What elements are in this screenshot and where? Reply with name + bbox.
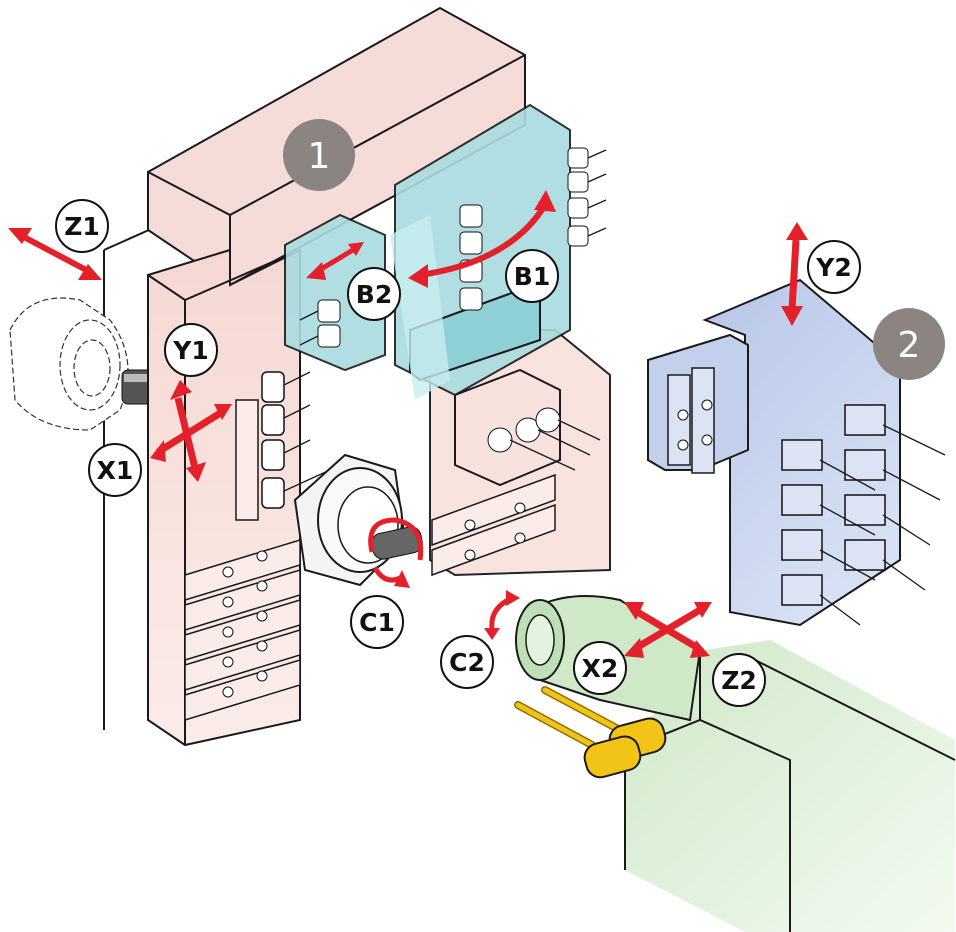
z2-arrow <box>632 606 700 652</box>
turret-1-drill-block <box>454 368 601 487</box>
turret-1-tool-plates <box>184 538 301 722</box>
axis-label-z1: Z1 <box>55 199 109 253</box>
turret-2-tools <box>781 404 946 626</box>
axis-label-y2: Y2 <box>807 240 861 294</box>
axis-label-c2: C2 <box>440 635 494 689</box>
axis-label-x1: X1 <box>88 443 142 497</box>
b1-tool-unit <box>390 103 607 400</box>
axis-label-b2: B2 <box>347 267 401 321</box>
svg-text:X2: X2 <box>582 654 619 683</box>
y2-arrow <box>788 239 800 311</box>
turret-2 <box>647 278 946 627</box>
chuck-c1 <box>293 453 423 587</box>
axis-label-c1: C1 <box>350 595 404 649</box>
svg-text:B1: B1 <box>514 262 550 291</box>
svg-text:Z1: Z1 <box>64 212 100 241</box>
svg-text:Y2: Y2 <box>815 253 852 282</box>
svg-text:Y1: Y1 <box>172 336 209 365</box>
x1-arrow <box>156 409 224 455</box>
c1-arrow <box>368 517 424 561</box>
axis-label-z2: Z2 <box>712 653 766 707</box>
gold-tools <box>514 686 667 779</box>
turret-1-badge: 1 <box>283 119 355 191</box>
turret-2-badge: 2 <box>873 308 945 380</box>
motion-arrows <box>8 190 808 658</box>
svg-text:1: 1 <box>308 136 331 177</box>
b2-tool-block <box>284 213 386 372</box>
z1-arrow <box>20 233 92 275</box>
svg-text:Z2: Z2 <box>721 666 757 695</box>
axis-label-x2: X2 <box>573 641 627 695</box>
axis-label-b1: B1 <box>505 249 559 303</box>
main-spindle-1 <box>9 297 163 431</box>
svg-text:C1: C1 <box>359 608 395 637</box>
axis-label-y1: Y1 <box>164 323 218 377</box>
turret-1-left-tools <box>235 371 331 521</box>
b1-arrow <box>419 203 548 278</box>
sub-spindle-2 <box>515 595 956 932</box>
turret-1-right-holders <box>431 473 556 577</box>
svg-text:B2: B2 <box>356 280 392 309</box>
svg-text:C2: C2 <box>449 648 485 677</box>
svg-text:X1: X1 <box>97 456 134 485</box>
svg-text:2: 2 <box>898 325 921 366</box>
